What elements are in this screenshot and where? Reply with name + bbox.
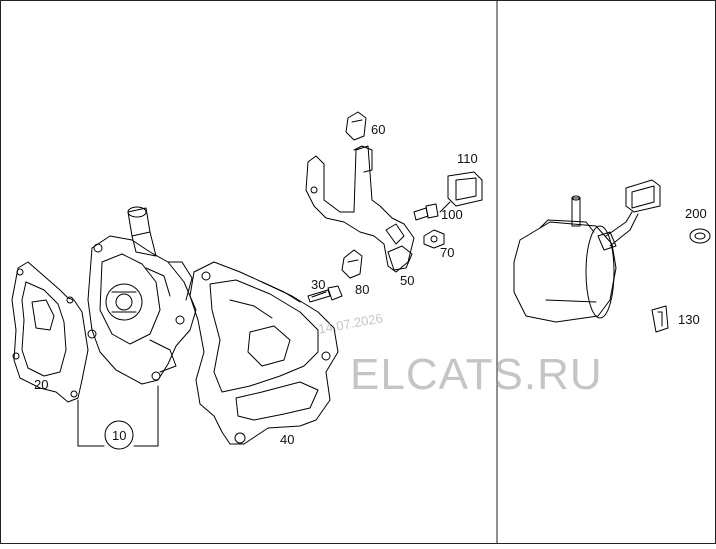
callout-label-60: 60 xyxy=(371,122,386,137)
bolt-part-30 xyxy=(307,285,343,303)
clip-part-80 xyxy=(341,249,363,279)
callout-bracket-10 xyxy=(77,385,159,450)
callout-label-70: 70 xyxy=(440,245,455,260)
clip-part-60 xyxy=(345,111,367,141)
bolt-part-100 xyxy=(413,203,439,221)
nut-part-70 xyxy=(423,229,445,249)
callout-circle-10 xyxy=(104,420,134,450)
callout-label-100: 100 xyxy=(441,207,463,222)
bracket-part-40 xyxy=(189,261,339,445)
grommet-part-200 xyxy=(689,228,711,244)
clip-part-130 xyxy=(651,305,669,333)
gasket-part-20 xyxy=(11,261,89,403)
bracket-part-50 xyxy=(305,145,415,273)
callout-label-10: 10 xyxy=(112,428,127,443)
callout-label-20: 20 xyxy=(34,377,49,392)
callout-label-200: 200 xyxy=(685,206,707,221)
callout-label-30: 30 xyxy=(311,277,326,292)
callout-label-50: 50 xyxy=(400,273,415,288)
vacuum-pump-part-10 xyxy=(87,206,197,385)
connector-part-110 xyxy=(439,171,483,213)
callout-label-110: 110 xyxy=(457,151,478,166)
callout-label-130: 130 xyxy=(678,312,700,327)
callout-label-40: 40 xyxy=(280,432,295,447)
callout-label-80: 80 xyxy=(355,282,370,297)
electric-pump-assembly xyxy=(513,179,661,323)
